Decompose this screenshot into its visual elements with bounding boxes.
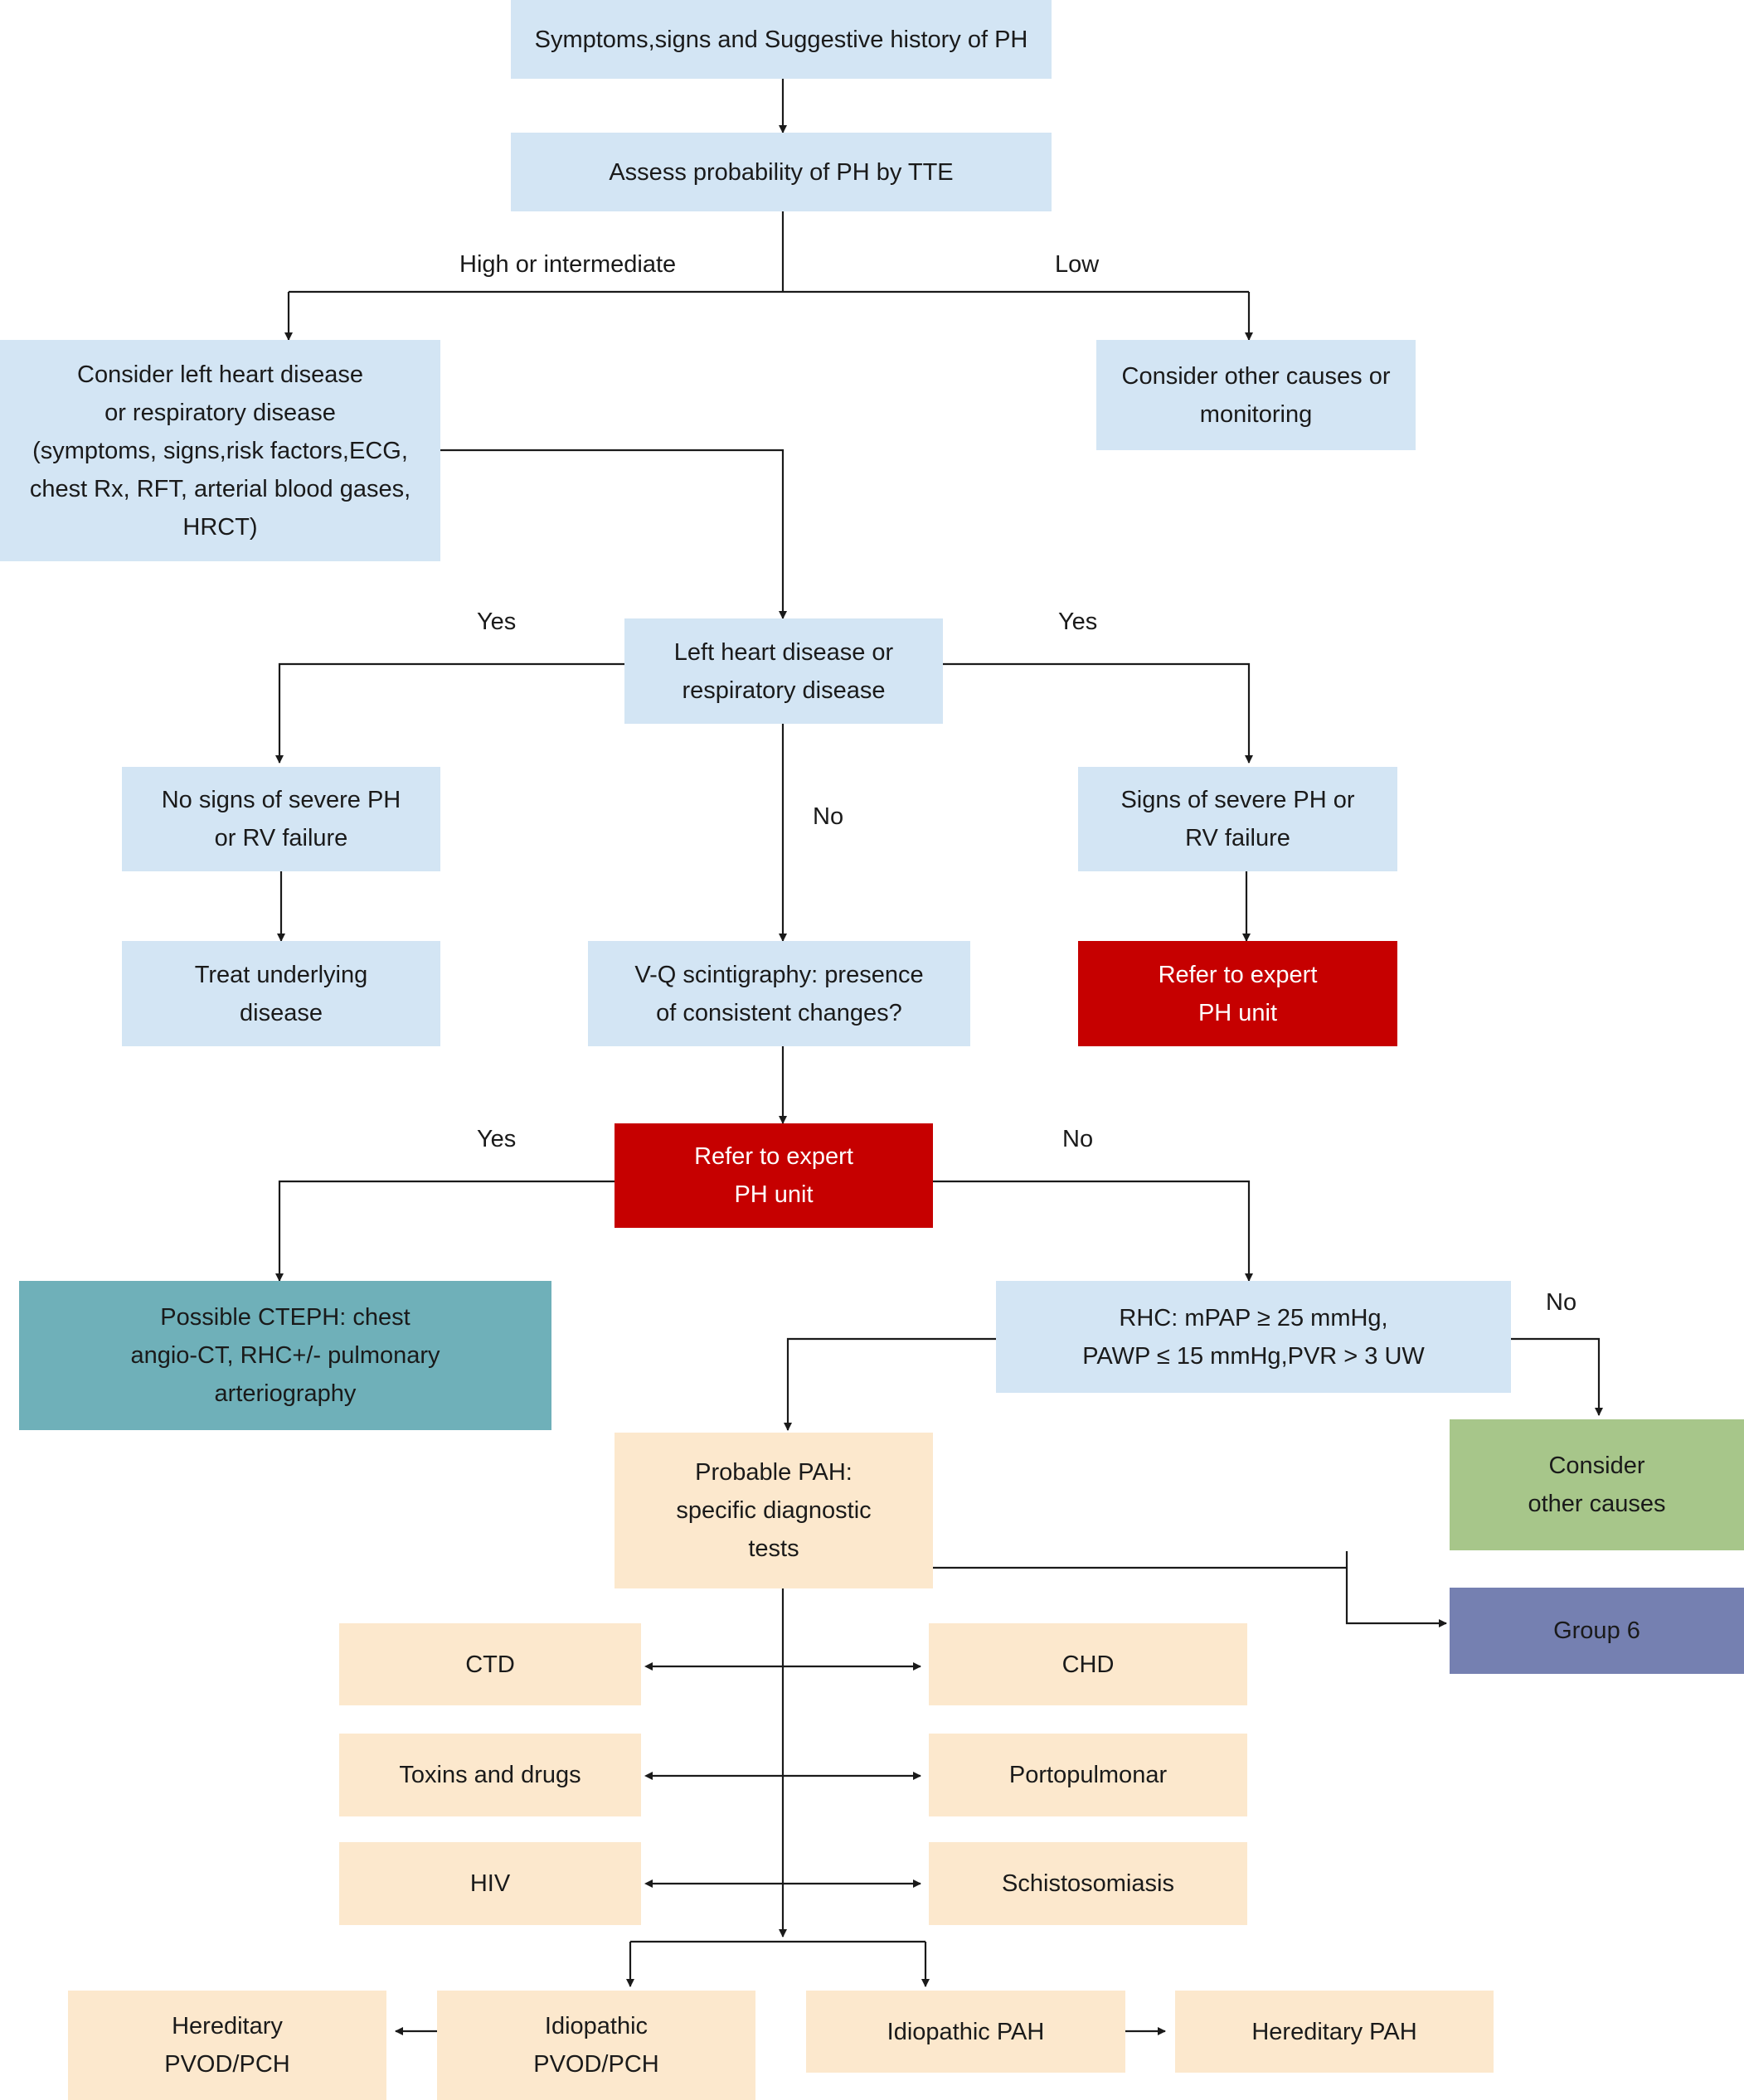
cteph-box: Possible CTEPH: chest angio-CT, RHC+/- p… xyxy=(19,1281,551,1430)
arrow-lhd-to-severe xyxy=(943,662,1253,764)
consider-other-causes-box: Consider other causes xyxy=(1450,1419,1744,1550)
lhd-resp-box: Left heart disease or respiratory diseas… xyxy=(624,618,943,724)
consider-other-monitoring-box: Consider other causes or monitoring xyxy=(1096,340,1416,450)
no-severe-box: No signs of severe PH or RV failure xyxy=(122,767,440,871)
label-no-middle: No xyxy=(813,803,844,830)
probable-pah-box: Probable PAH: specific diagnostic tests xyxy=(615,1433,933,1588)
hereditary-pah-box: Hereditary PAH xyxy=(1175,1991,1494,2073)
hiv-box: HIV xyxy=(339,1842,641,1925)
assess-box: Assess probability of PH by TTE xyxy=(511,133,1052,211)
portopulmonar-box: Portopulmonar xyxy=(929,1734,1247,1816)
label-yes-left-1: Yes xyxy=(477,609,517,635)
group6-box: Group 6 xyxy=(1450,1588,1744,1674)
consider-lhd-box: Consider left heart disease or respirato… xyxy=(0,340,440,561)
label-low: Low xyxy=(1055,251,1100,278)
label-yes-right-1: Yes xyxy=(1058,609,1098,635)
arrow-consider-lhd-to-lhd-resp xyxy=(440,449,787,619)
label-no-right-2: No xyxy=(1062,1126,1094,1152)
schistosomiasis-box: Schistosomiasis xyxy=(929,1842,1247,1925)
arrow-rhc-to-probable-pah xyxy=(784,1337,996,1431)
refer-expert-box-2: Refer to expert PH unit xyxy=(615,1123,933,1228)
severe-box: Signs of severe PH or RV failure xyxy=(1078,767,1397,871)
idiopathic-pah-box: Idiopathic PAH xyxy=(806,1991,1125,2073)
vq-box: V-Q scintigraphy: presence of consistent… xyxy=(588,941,970,1046)
arrow-lhd-to-no-severe xyxy=(275,662,624,764)
ctd-box: CTD xyxy=(339,1623,641,1705)
idiopathic-pvod-box: Idiopathic PVOD/PCH xyxy=(437,1991,755,2100)
toxins-box: Toxins and drugs xyxy=(339,1734,641,1816)
symptoms-box: Symptoms,signs and Suggestive history of… xyxy=(511,0,1052,79)
label-yes-left-2: Yes xyxy=(477,1126,517,1152)
label-no-rhc: No xyxy=(1546,1289,1577,1316)
hereditary-pvod-box: Hereditary PVOD/PCH xyxy=(68,1991,386,2100)
refer-expert-box-1: Refer to expert PH unit xyxy=(1078,941,1397,1046)
rhc-box: RHC: mPAP ≥ 25 mmHg, PAWP ≤ 15 mmHg,PVR … xyxy=(996,1281,1511,1393)
arrow-probable-pah-to-group6 xyxy=(933,1551,1446,1623)
arrow-refer-to-cteph xyxy=(275,1180,615,1282)
arrow-rhc-to-consider-other xyxy=(1511,1337,1603,1416)
arrow-refer-to-rhc xyxy=(933,1180,1253,1282)
chd-box: CHD xyxy=(929,1623,1247,1705)
label-high-intermediate: High or intermediate xyxy=(459,251,677,278)
treat-box: Treat underlying disease xyxy=(122,941,440,1046)
line-assess-split xyxy=(289,211,1249,293)
